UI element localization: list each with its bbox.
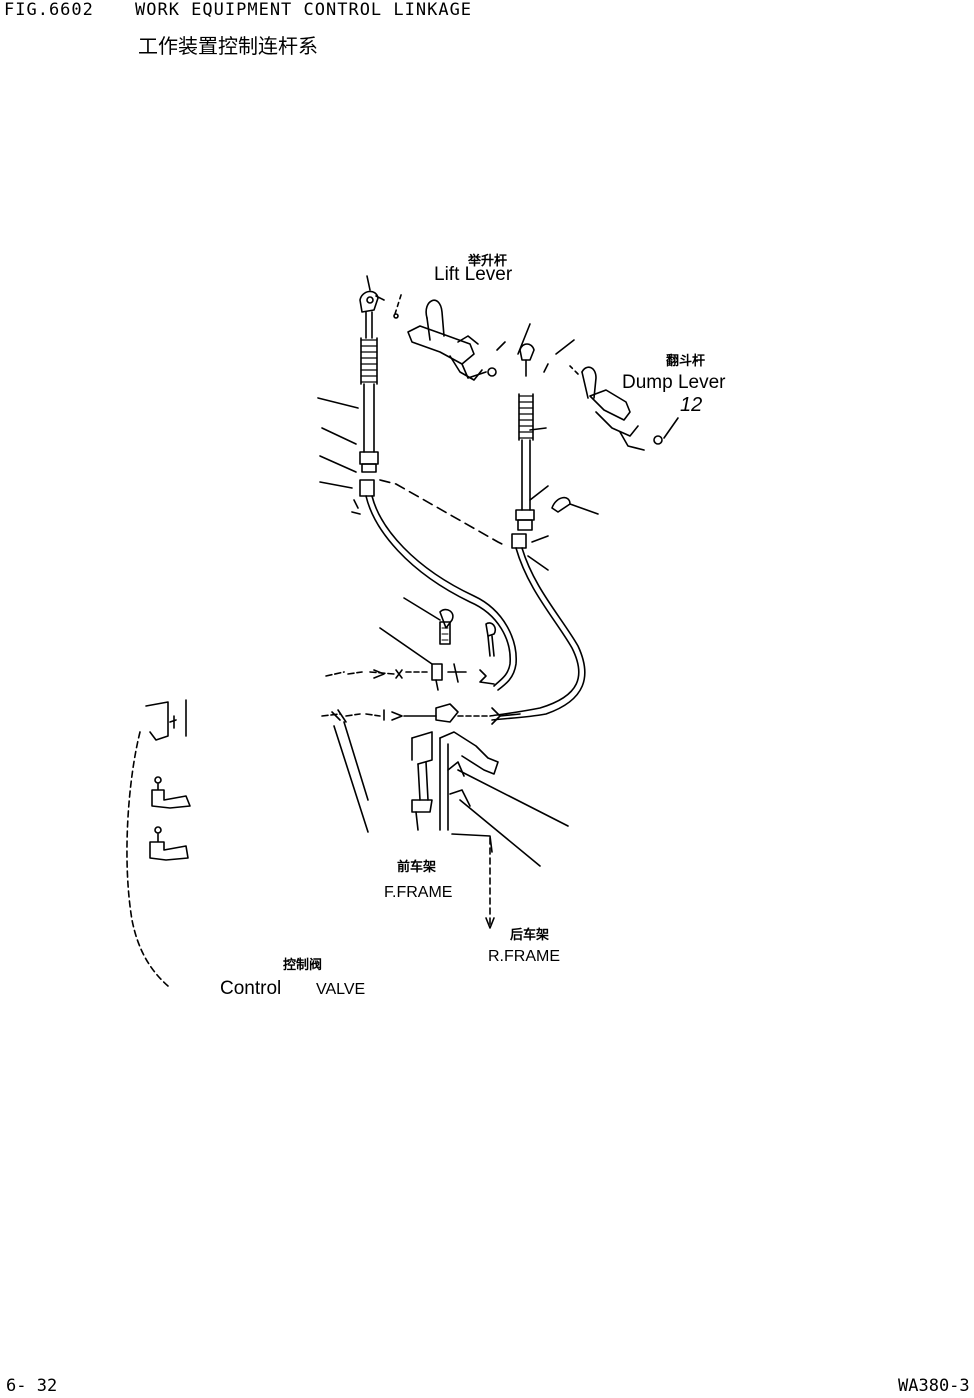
control-valve-label-cn: 控制阀 [283,958,323,973]
rear-frame-label: R.FRAME [488,948,560,965]
lift-lever-assembly [407,299,506,381]
control-valve-label: Control [220,978,282,999]
lift-lever-label: Lift Lever [434,264,513,285]
dump-lever-label: Dump Lever [622,372,726,393]
lift-cable [365,495,517,691]
figure-number: FIG.6602 [4,0,94,20]
dump-lever-assembly [543,339,679,451]
lift-lever-label-cn: 举升杆 [468,254,508,269]
front-frame-bracket [411,731,569,867]
front-frame-label-cn: 前车架 [397,860,437,875]
page-number: 6- 32 [6,1376,58,1396]
dump-rod [511,323,599,571]
lift-rod-upper [317,275,403,515]
valve-rod-lower [321,703,521,833]
dump-lever-label-cn: 翻斗杆 [666,354,706,369]
front-frame-label: F.FRAME [384,884,453,901]
lift-cable-clamps [379,597,497,665]
part-callout-12: 12 [680,394,703,416]
model-code: WA380-3 [898,1376,970,1396]
control-valve-label-valve: VALVE [316,981,366,998]
figure-title: WORK EQUIPMENT CONTROL LINKAGE [135,0,473,20]
rear-frame-label-cn: 后车架 [510,928,550,943]
control-valve-parts [126,699,191,987]
valve-rod-upper [325,663,495,691]
dump-cable [489,547,586,721]
figure-title-cn: 工作装置控制连杆系 [138,34,318,58]
